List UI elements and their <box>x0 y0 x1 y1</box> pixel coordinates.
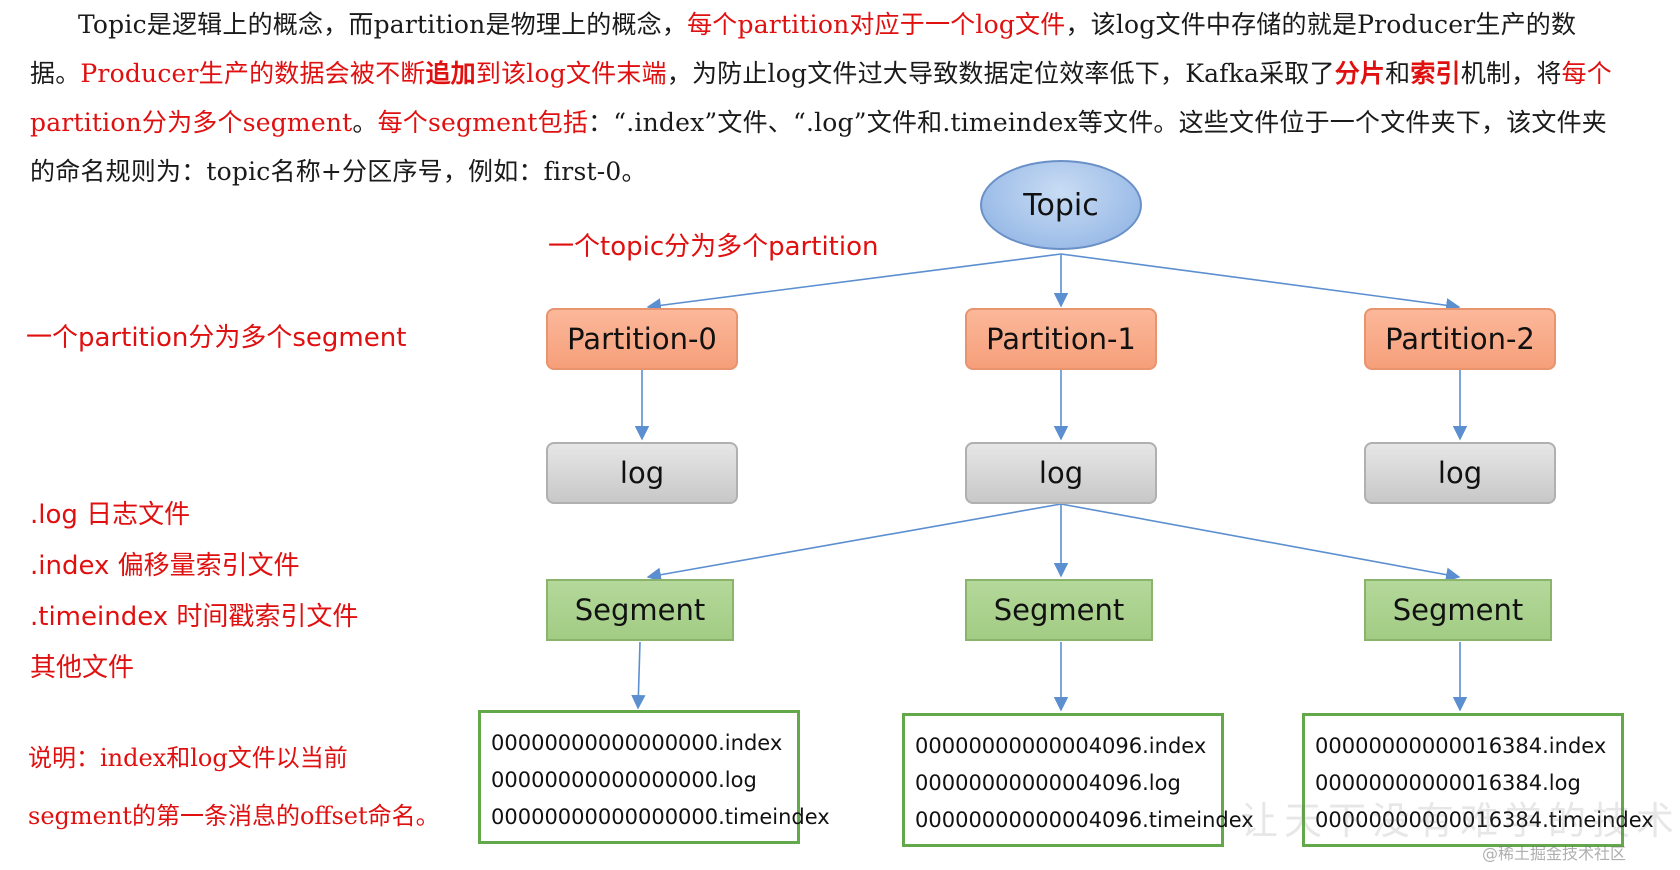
label-other-files: 其他文件 <box>30 653 135 683</box>
segment-files-1: 00000000000004096.index 0000000000000409… <box>902 713 1254 847</box>
diagram-edges <box>631 253 1468 712</box>
segment-files-2: 00000000000016384.index 0000000000001638… <box>1302 713 1654 847</box>
credit-text: @稀土掘金技术社区 <box>1481 844 1626 863</box>
edge-log1-segment2 <box>1060 503 1461 582</box>
log-node-1: log <box>965 442 1157 504</box>
label-index-file: .index 偏移量索引文件 <box>30 551 300 581</box>
timeindex-filename: 00000000000016384.timeindex <box>1315 808 1654 832</box>
timeindex-filename: 00000000000000000.timeindex <box>491 805 830 829</box>
label-topic-partition: 一个topic分为多个partition <box>548 232 879 262</box>
para-highlight: 每个partition对应于一个log文件 <box>687 10 1066 39</box>
note-line-2: segment的第一条消息的offset命名。 <box>28 802 440 830</box>
para-text: 机制，将 <box>1460 59 1562 88</box>
index-filename: 00000000000004096.index <box>915 734 1207 758</box>
para-text: ：“.index”文件、“.log”文件和.timeindex等文件。这些文件位… <box>30 108 1608 186</box>
partition-node-2: Partition-2 <box>1364 308 1556 370</box>
log-filename: 00000000000004096.log <box>915 771 1181 795</box>
segment-node-2: Segment <box>1364 579 1552 641</box>
note-line-1: 说明：index和log文件以当前 <box>28 744 348 772</box>
segment-files-0: 00000000000000000.index 0000000000000000… <box>478 710 830 844</box>
para-text: ，该log文件中存储的就是Producer生产的数据。 <box>30 10 1577 88</box>
para-strong: 分片 <box>1334 59 1386 88</box>
watermark-text: 让天下没有难学的技术 <box>1240 799 1680 843</box>
para-highlight: 到该log文件末端 <box>475 59 667 88</box>
topic-node: Topic <box>980 160 1142 250</box>
para-highlight: Producer生产的数据会被不断 <box>80 59 426 88</box>
partition-node-0: Partition-0 <box>546 308 738 370</box>
label-timeindex-file: .timeindex 时间戳索引文件 <box>30 602 359 632</box>
log-node-2: log <box>1364 442 1556 504</box>
index-filename: 00000000000000000.index <box>491 731 783 755</box>
label-partition-segment: 一个partition分为多个segment <box>26 323 407 353</box>
para-text: 和 <box>1385 59 1411 88</box>
timeindex-filename: 00000000000004096.timeindex <box>915 808 1254 832</box>
intro-paragraph: Topic是逻辑上的概念，而partition是物理上的概念，每个partiti… <box>30 0 1620 196</box>
segment-node-1: Segment <box>965 579 1153 641</box>
edge-log1-segment0 <box>646 503 1062 582</box>
segment-node-0: Segment <box>546 579 734 641</box>
edge-topic-partition2 <box>1060 253 1461 313</box>
partition-node-1: Partition-1 <box>965 308 1157 370</box>
log-node-0: log <box>546 442 738 504</box>
para-strong: 追加 <box>425 59 476 88</box>
para-highlight: 每个partition分为多个segment <box>30 59 1612 137</box>
label-log-file: .log 日志文件 <box>30 500 191 530</box>
para-highlight: 每个segment包括 <box>377 108 589 137</box>
log-filename: 00000000000000000.log <box>491 768 757 792</box>
para-strong: 索引 <box>1410 59 1461 88</box>
para-text: 。 <box>352 108 378 137</box>
edge-segment0-files0 <box>631 641 646 710</box>
para-text: Topic是逻辑上的概念，而partition是物理上的概念， <box>78 10 688 39</box>
log-filename: 00000000000016384.log <box>1315 771 1581 795</box>
index-filename: 00000000000016384.index <box>1315 734 1607 758</box>
edge-topic-partition0 <box>646 253 1062 313</box>
para-text: ，为防止log文件过大导致数据定位效率低下，Kafka采取了 <box>666 59 1335 88</box>
